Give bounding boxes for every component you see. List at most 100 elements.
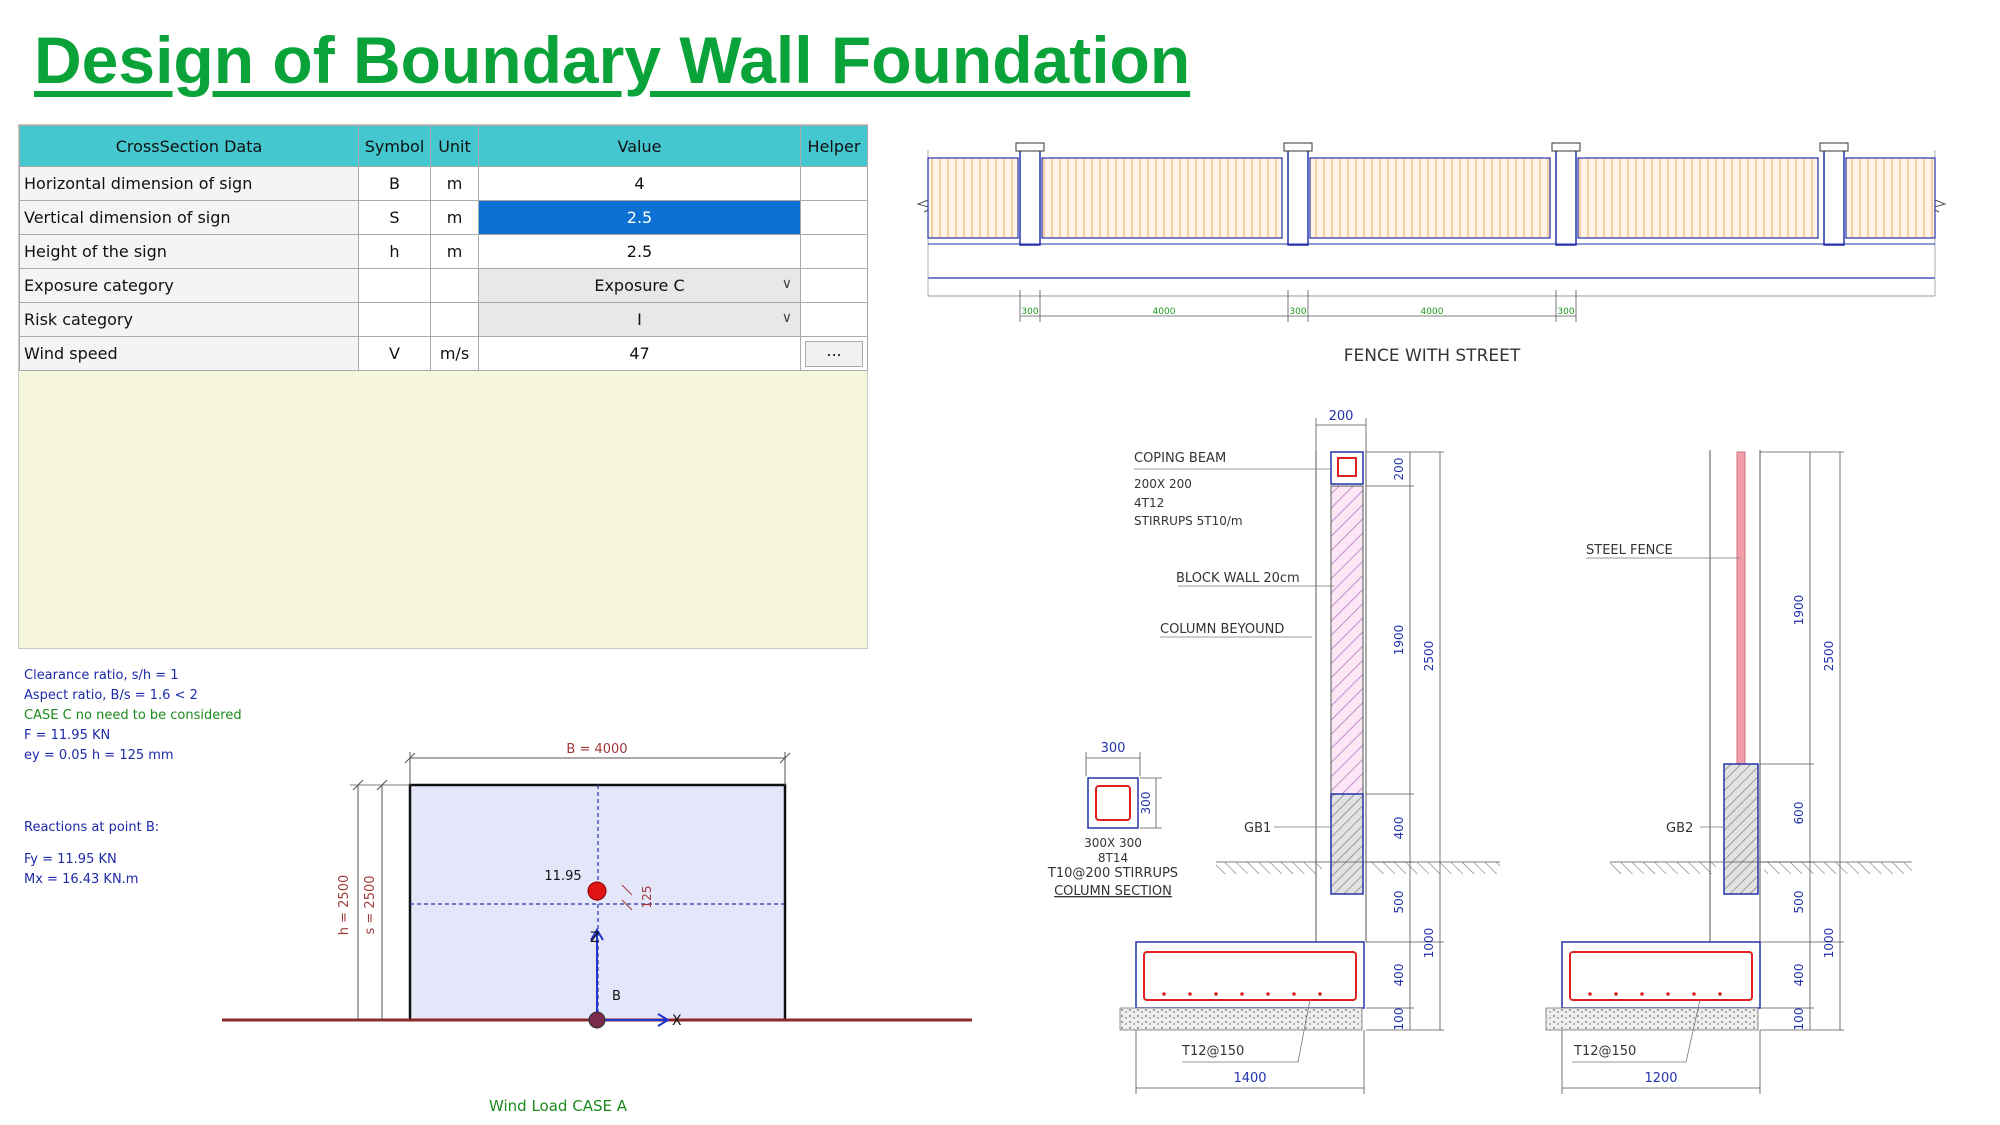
exposure-category-select[interactable]: Exposure C ∨ [478, 268, 801, 303]
value-cell-horizontal[interactable]: 4 [478, 166, 801, 201]
right-dim-label: 400 [1392, 964, 1406, 987]
page-title: Design of Boundary Wall Foundation [34, 23, 1191, 97]
fence-dim-label: 4000 [1421, 307, 1444, 317]
row-unit: m [430, 200, 479, 235]
fence-dim-label: 4000 [1153, 307, 1176, 317]
row-symbol: B [358, 166, 431, 201]
outer-dim-label: 1000 [1822, 928, 1836, 959]
b-dimension-label: B = 4000 [566, 742, 627, 757]
header-value: Value [478, 125, 801, 167]
col-height-label: 300 [1139, 792, 1153, 815]
width-dim-label: 1400 [1233, 1071, 1266, 1086]
select-value: I [637, 310, 642, 329]
helper-cell [800, 166, 868, 201]
steel-fence-label: STEEL FENCE [1586, 543, 1673, 558]
fence-dim-label: 300 [1289, 307, 1306, 317]
col-stirrups-label: T10@200 STIRRUPS [1047, 866, 1178, 881]
chevron-down-icon[interactable]: ∨ [781, 310, 792, 326]
row-label: Height of the sign [19, 234, 359, 269]
right-dim-label: 500 [1792, 891, 1806, 914]
right-dim-label: 1900 [1792, 595, 1806, 626]
row-unit: m/s [430, 336, 479, 371]
right-dim-label: 100 [1392, 1008, 1406, 1031]
column-beyond-label: COLUMN BEYOUND [1160, 622, 1284, 637]
column-section: 300 300 300X 300 8T14 T10@200 STIRRUPS C… [1047, 741, 1178, 899]
row-label: Exposure category [19, 268, 359, 303]
width-dim-label: 1200 [1644, 1071, 1677, 1086]
header-symbol: Symbol [358, 125, 431, 167]
right-dim-label: 400 [1392, 817, 1406, 840]
table-row: Exposure category Exposure C ∨ [19, 268, 868, 303]
rebar-label: T12@150 [1181, 1044, 1244, 1059]
table-row: Vertical dimension of sign S m 2.5 [19, 200, 868, 235]
wind-force-point [587, 881, 607, 901]
risk-category-select[interactable]: I∨ [478, 302, 801, 337]
header-helper: Helper [800, 125, 868, 167]
helper-cell [800, 302, 868, 337]
mx-text: Mx = 16.43 KN.m [24, 872, 139, 887]
gb2-label: GB2 [1666, 821, 1693, 836]
ey-text: ey = 0.05 h = 125 mm [24, 748, 174, 763]
coping-beam-label: COPING BEAM [1134, 451, 1226, 466]
row-symbol: S [358, 200, 431, 235]
outer-dim-label: 1000 [1422, 928, 1436, 959]
table-row: Wind speed V m/s 47 ... [19, 336, 868, 371]
coping-size-label: 200X 200 [1134, 477, 1192, 491]
force-value-label: 11.95 [544, 869, 581, 884]
z-axis-label: Z [590, 930, 600, 946]
right-dim-label: 200 [1392, 458, 1406, 481]
aspect-ratio-text: Aspect ratio, B/s = 1.6 < 2 [24, 688, 198, 703]
coping-stirrups-label: STIRRUPS 5T10/m [1134, 514, 1243, 528]
cross-section-table: CrossSection Data Symbol Unit Value Help… [19, 125, 868, 371]
fence-caption: FENCE WITH STREET [1344, 346, 1521, 366]
right-dim-label: 100 [1792, 1008, 1806, 1031]
fence-dim-label: 300 [1557, 307, 1574, 317]
right-dim-label: 1900 [1392, 625, 1406, 656]
s-dimension-label: s = 2500 [363, 875, 378, 934]
fence-dim-label: 300 [1021, 307, 1038, 317]
rebar-label: T12@150 [1573, 1044, 1636, 1059]
helper-cell: ... [800, 336, 868, 371]
wind-load-caption: Wind Load CASE A [489, 1097, 628, 1115]
point-b-label: B [612, 989, 621, 1004]
select-value: Exposure C [594, 276, 685, 295]
right-dim-label: 400 [1792, 964, 1806, 987]
row-label: Horizontal dimension of sign [19, 166, 359, 201]
row-unit [430, 268, 479, 303]
wall-section-gb2: STEEL FENCE GB2 T12@150 1200 1900 600 50… [1545, 450, 1912, 1094]
right-dim-label: 500 [1392, 891, 1406, 914]
wind-load-diagram: B = 4000 h = 2500 s = 2500 11.95 125 Z X… [222, 742, 972, 1115]
fy-text: Fy = 11.95 KN [24, 852, 117, 867]
ey-dimension-label: 125 [640, 886, 654, 909]
cross-section-panel: CrossSection Data Symbol Unit Value Help… [18, 124, 868, 649]
case-c-text: CASE C no need to be considered [24, 708, 242, 723]
block-wall-label: BLOCK WALL 20cm [1176, 571, 1300, 586]
x-axis-label: X [672, 1013, 682, 1029]
outer-dim-label: 2500 [1422, 641, 1436, 672]
gb1-label: GB1 [1244, 821, 1271, 836]
top-dim-label: 200 [1329, 409, 1354, 424]
wall-section-gb1: 200 COPING BEAM 200X 200 4T12 STIRRUPS 5 [1119, 409, 1500, 1094]
helper-cell [800, 268, 868, 303]
row-symbol: V [358, 336, 431, 371]
row-symbol [358, 302, 431, 337]
reactions-title: Reactions at point B: [24, 820, 160, 835]
row-label: Wind speed [19, 336, 359, 371]
chevron-down-icon[interactable]: ∨ [781, 276, 792, 292]
col-size-label: 300X 300 [1084, 836, 1142, 850]
table-row: Height of the sign h m 2.5 [19, 234, 868, 269]
support-point-b [588, 1011, 606, 1029]
col-width-label: 300 [1101, 741, 1126, 756]
force-text: F = 11.95 KN [24, 728, 111, 743]
outer-dim-label: 2500 [1822, 641, 1836, 672]
helper-cell [800, 234, 868, 269]
col-caption: COLUMN SECTION [1054, 884, 1172, 899]
row-unit: m [430, 234, 479, 269]
row-label: Vertical dimension of sign [19, 200, 359, 235]
wind-speed-helper-button[interactable]: ... [805, 340, 863, 367]
col-bars-label: 8T14 [1098, 851, 1128, 865]
right-dim-label: 600 [1792, 802, 1806, 825]
value-cell-wind-speed[interactable]: 47 [478, 336, 801, 371]
row-unit [430, 302, 479, 337]
